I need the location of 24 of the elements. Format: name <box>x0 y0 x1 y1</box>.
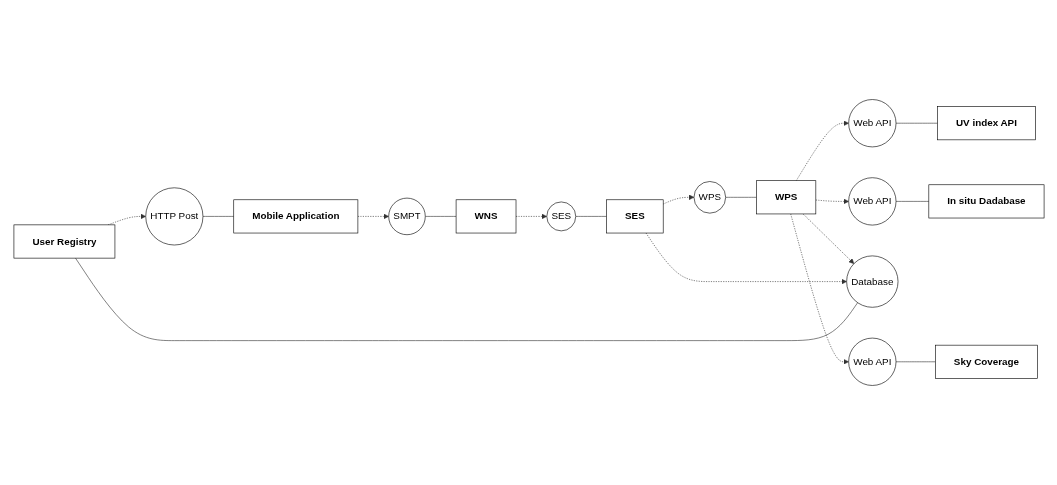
connector <box>895 201 929 202</box>
connector <box>74 257 858 341</box>
connector <box>202 216 234 217</box>
node-box: Mobile Application <box>232 199 358 234</box>
node-box: In situ Dadabase <box>928 184 1044 219</box>
node-box: Sky Coverage <box>934 344 1038 379</box>
node-box: WPS <box>755 180 816 215</box>
node-circle: Database <box>845 255 898 308</box>
connector <box>424 216 456 217</box>
node-circle: HTTP Post <box>144 187 203 246</box>
node-circle: Web API <box>847 177 896 226</box>
node-box: User Registry <box>13 224 115 259</box>
connector <box>724 197 757 198</box>
node-circle: Web API <box>847 99 896 148</box>
node-box: SES <box>605 199 663 234</box>
node-box: WNS <box>455 199 516 234</box>
node-circle: Web API <box>847 337 896 386</box>
node-circle: WPS <box>693 181 726 214</box>
connector <box>895 122 938 124</box>
node-circle: SES <box>546 201 576 232</box>
node-circle: SMPT <box>387 197 426 235</box>
connector <box>574 216 607 217</box>
connector <box>895 361 936 363</box>
node-box: UV index API <box>936 106 1036 141</box>
